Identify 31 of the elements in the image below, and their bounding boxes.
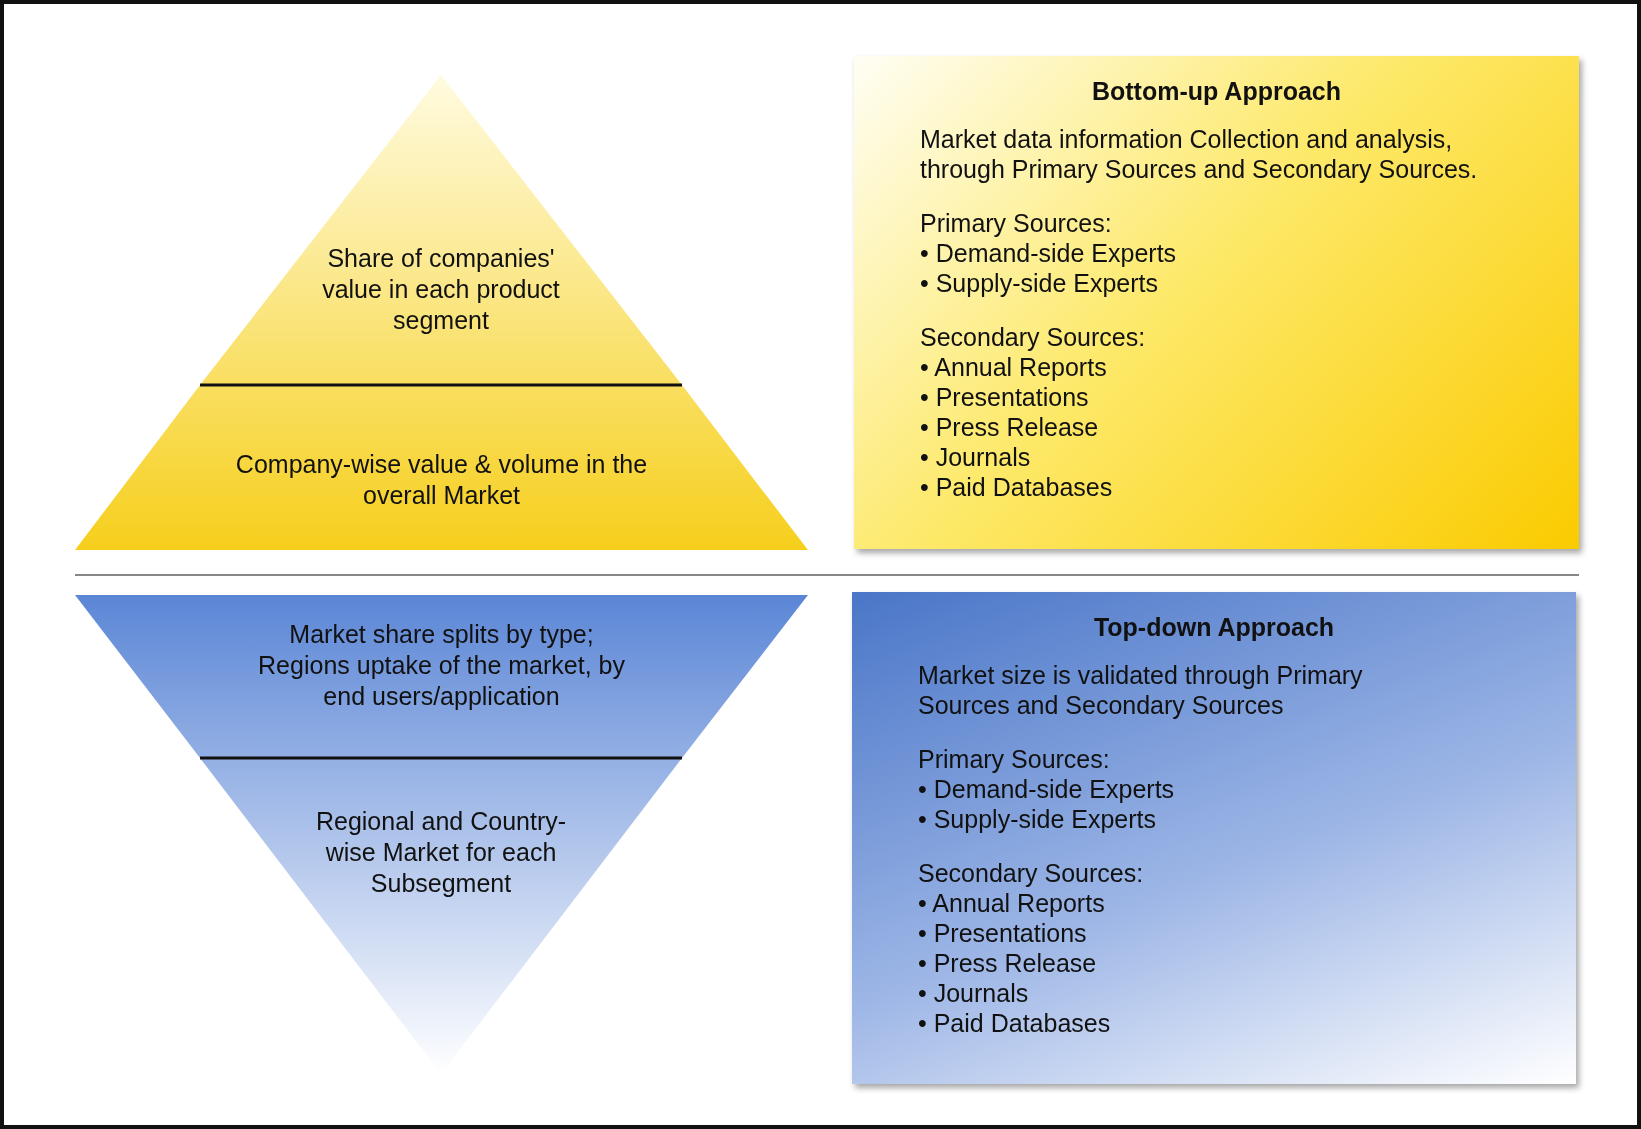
section-text: Market share splits by type; Regions uptake of the market, by end users/application xyxy=(257,619,626,712)
bullet-item: • Annual Reports xyxy=(920,352,1108,382)
panel-heading: Top-down Approach xyxy=(1092,612,1336,642)
list-heading: Primary Sources: xyxy=(918,744,1111,774)
list-heading: Primary Sources: xyxy=(920,208,1113,238)
bullet-item: • Paid Databases xyxy=(918,1008,1112,1038)
panel-text: Market data information Collection and analysis, through Primary Sources and Secondary Sources. xyxy=(920,124,1479,184)
bullet-item: • Presentations xyxy=(918,918,1088,948)
bullet-item: • Demand-side Experts xyxy=(918,774,1176,804)
section-text: Regional and Country-wise Market for each Subsegment xyxy=(314,806,568,899)
list-heading: Secondary Sources: xyxy=(920,322,1147,352)
bullet-item: • Press Release xyxy=(920,412,1100,442)
bullet-item: • Journals xyxy=(918,978,1030,1008)
bullet-item: • Supply-side Experts xyxy=(918,804,1158,834)
section-text: Share of companies' value in each product segment xyxy=(321,243,561,336)
bullet-item: • Presentations xyxy=(920,382,1090,412)
bullet-item: • Journals xyxy=(920,442,1032,472)
bullet-item: • Demand-side Experts xyxy=(920,238,1178,268)
bullet-item: • Press Release xyxy=(918,948,1098,978)
section-text: Company-wise value & volume in the overall Market xyxy=(234,449,649,511)
bullet-item: • Paid Databases xyxy=(920,472,1114,502)
panel-heading: Bottom-up Approach xyxy=(1090,76,1342,106)
pyramid-top-section xyxy=(200,75,682,385)
list-heading: Secondary Sources: xyxy=(918,858,1145,888)
panel-text: Market size is validated through Primary Sources and Secondary Sources xyxy=(918,660,1364,720)
pyramid-base-section xyxy=(75,385,808,550)
inverted-pyramid-top-section xyxy=(75,595,808,758)
approach-panel xyxy=(854,56,1579,549)
bullet-item: • Supply-side Experts xyxy=(920,268,1160,298)
approach-panel xyxy=(852,592,1576,1084)
bullet-item: • Annual Reports xyxy=(918,888,1106,918)
